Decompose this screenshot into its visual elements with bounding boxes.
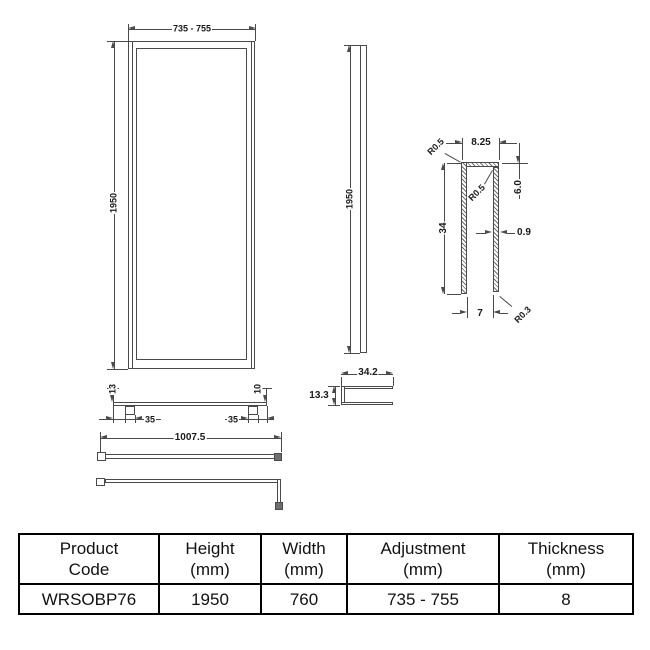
frame-right-profile-line	[251, 42, 252, 368]
arrowhead	[111, 362, 115, 369]
tick	[344, 353, 360, 354]
extension-line	[493, 295, 494, 318]
dimension-line	[446, 143, 462, 144]
arrowhead	[499, 140, 506, 144]
cell-thickness: 8	[561, 589, 571, 609]
arrowhead	[106, 416, 113, 420]
arm-left-cap	[96, 478, 105, 486]
arrowhead	[500, 230, 507, 234]
arrowhead	[341, 371, 348, 375]
extension-line	[499, 138, 500, 160]
top-width-label: 8.25	[470, 137, 492, 148]
extension-line	[128, 24, 129, 41]
extension-line	[341, 377, 342, 386]
dimension-line	[519, 143, 520, 199]
arrowhead	[249, 26, 256, 30]
arm-foot	[275, 502, 283, 510]
panel-plan-bar	[113, 402, 267, 406]
left-bracket	[125, 406, 135, 415]
tick	[447, 163, 461, 164]
arrowhead	[347, 346, 351, 353]
arrowhead	[263, 395, 267, 402]
extension-line	[267, 406, 268, 423]
extension-line	[467, 297, 468, 318]
left-offset-label: 35	[143, 414, 157, 425]
arrowhead	[347, 45, 351, 52]
extension-line	[100, 432, 101, 452]
dimension-line	[507, 233, 515, 234]
arrowhead	[100, 435, 107, 439]
tick	[107, 41, 128, 42]
tick	[344, 45, 360, 46]
cell-product-code: WRSOBP76	[20, 585, 160, 613]
bottom-gap-label: 7	[476, 308, 484, 319]
section-right-leg	[493, 167, 499, 292]
col-header-width: Width (mm)	[262, 535, 348, 585]
cell-adjustment: 735 - 755	[348, 585, 500, 613]
dimension-line	[335, 386, 336, 405]
arrowhead	[332, 386, 336, 393]
dimension-line	[99, 419, 161, 420]
arrowhead	[110, 395, 114, 402]
arrowhead	[516, 156, 520, 163]
arrowhead	[332, 398, 336, 405]
extension-line	[462, 138, 463, 160]
arrowhead	[267, 416, 274, 420]
profile-height-label: 13.3	[308, 390, 330, 401]
section-left-leg	[461, 162, 467, 294]
col-header-height: Height (mm)	[160, 535, 262, 585]
profile-width-label: 34.2	[357, 367, 379, 378]
tick	[447, 294, 461, 295]
bar-right-cap	[274, 453, 282, 461]
arm-horizontal	[105, 479, 278, 483]
spec-table: Product Code Height (mm) Width (mm) Adju…	[18, 533, 634, 615]
tick	[328, 405, 340, 406]
dimension-line	[476, 233, 486, 234]
dimension-line	[225, 419, 274, 420]
tick	[107, 369, 128, 370]
dimension-line	[452, 313, 460, 314]
dimension-line	[499, 143, 517, 144]
width-dimension-label: 735 - 755	[171, 23, 213, 34]
col-header-product-code: Product Code	[20, 535, 160, 585]
dimension-line	[500, 313, 508, 314]
arrowhead	[455, 140, 462, 144]
extension-line	[255, 24, 256, 41]
col-header-thickness: Thickness (mm)	[500, 535, 632, 585]
arrowhead	[128, 26, 135, 30]
tick	[502, 163, 528, 164]
arrowhead	[135, 416, 142, 420]
channel-bottom-flange	[341, 402, 393, 405]
cell-width: 760	[262, 585, 348, 613]
cell-height: 1950	[160, 585, 262, 613]
col-header-adjustment: Adjustment (mm)	[348, 535, 500, 585]
arrowhead	[441, 163, 445, 170]
arrowhead	[386, 371, 393, 375]
extension-line	[113, 406, 114, 423]
frame-left-profile-line	[132, 42, 133, 368]
extension-line	[393, 377, 394, 386]
arrowhead	[485, 230, 492, 234]
right-offset-label: 35	[226, 414, 240, 425]
arrowhead	[493, 310, 500, 314]
arrowhead	[111, 41, 115, 48]
wall-thickness-label: 0.9	[516, 227, 532, 238]
length-dimension-label: 1007.5	[173, 432, 207, 443]
panel-edge	[360, 45, 367, 353]
extension-line	[281, 432, 282, 452]
bar-left-cap	[97, 452, 106, 461]
arrowhead	[441, 287, 445, 294]
right-bracket	[248, 406, 258, 415]
arrowhead	[274, 435, 281, 439]
arrowhead	[460, 310, 467, 314]
arrowhead	[241, 416, 248, 420]
frame-inner-glass	[136, 48, 247, 360]
